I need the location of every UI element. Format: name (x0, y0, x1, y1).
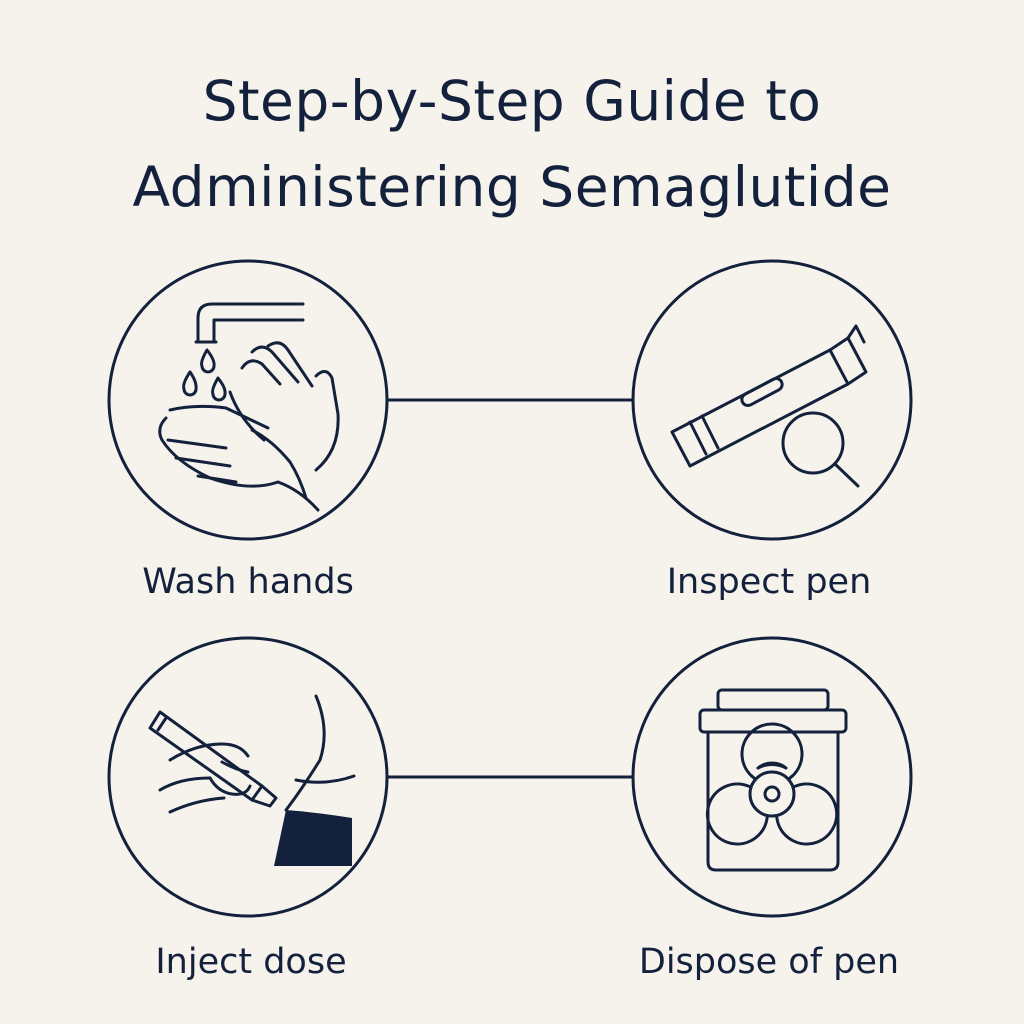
step-label-dispose-pen: Dispose of pen (638, 942, 900, 982)
injection-icon (148, 694, 356, 866)
step-inspect-pen (631, 259, 913, 541)
step-ring-inspect (631, 259, 913, 541)
title-line-1: Step-by-Step Guide to (202, 69, 822, 133)
biohazard-container-icon (698, 688, 848, 872)
title-line-2: Administering Semaglutide (132, 155, 892, 219)
step-wash-hands (107, 259, 389, 541)
step-label-inspect-pen: Inspect pen (666, 562, 872, 602)
step-label-inject-dose: Inject dose (155, 942, 347, 982)
step-label-wash-hands: Wash hands (142, 562, 354, 602)
page-title: Step-by-Step Guide to Administering Sema… (0, 58, 1024, 230)
step-ring-dispose (631, 636, 913, 918)
hand-washing-icon (158, 302, 340, 512)
step-inject-dose (107, 636, 389, 918)
step-dispose-pen (631, 636, 913, 918)
pen-inspection-icon (670, 324, 868, 488)
step-ring-wash (107, 259, 389, 541)
step-ring-inject (107, 636, 389, 918)
